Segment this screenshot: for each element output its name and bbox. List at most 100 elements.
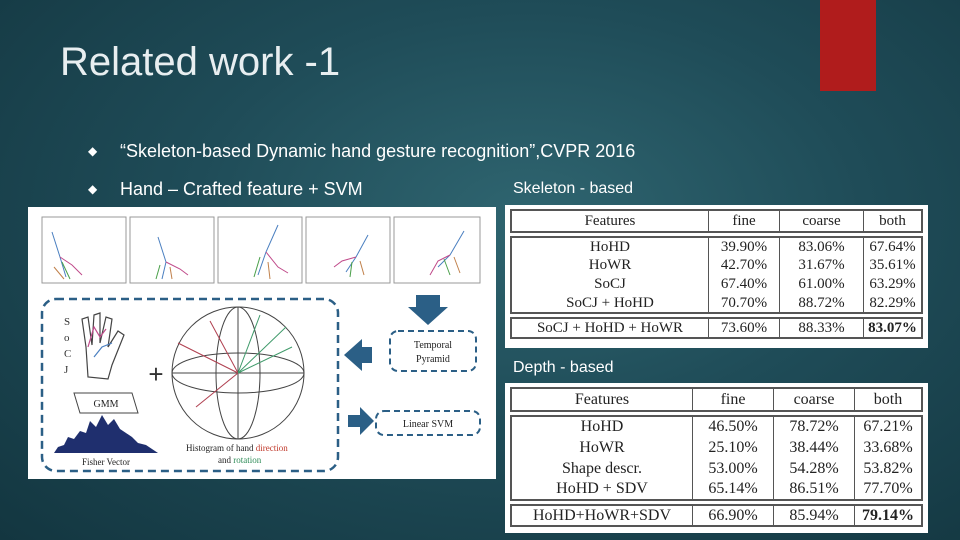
table-cell: 67.40%	[708, 275, 780, 294]
table-cell: 53.00%	[692, 458, 774, 479]
temporal-label: Temporal	[414, 340, 452, 351]
col-features: Features	[511, 210, 709, 232]
table-cell: 83.06%	[779, 237, 864, 256]
skeleton-frame	[393, 216, 481, 284]
fisher-histogram	[54, 415, 158, 453]
pipeline-diagram: S o C J GMM Fisher Vector +	[40, 216, 481, 473]
arrow-down-icon	[408, 295, 448, 325]
plus-sign: +	[148, 359, 163, 389]
col-coarse: coarse	[779, 210, 864, 232]
depth-header-table: Features fine coarse both	[510, 387, 923, 412]
skeleton-frame	[305, 216, 391, 284]
table-cell: 88.33%	[779, 318, 864, 338]
table-cell: 79.14%	[862, 506, 914, 524]
col-features: Features	[511, 388, 693, 411]
table-cell: Shape descr.	[511, 458, 693, 479]
col-fine: fine	[708, 210, 780, 232]
table-cell: 31.67%	[779, 256, 864, 275]
col-fine: fine	[692, 388, 774, 411]
histogram-direction: direction	[256, 443, 288, 453]
table-cell: HoHD	[511, 416, 693, 437]
table-cell: 53.82%	[863, 459, 913, 477]
bullet-item: ◆ Hand – Crafted feature + SVM	[88, 170, 635, 208]
direction-sphere	[171, 306, 305, 440]
diamond-bullet-icon: ◆	[88, 144, 98, 158]
temporal-pyramid-box	[389, 330, 477, 372]
table-cell: 65.14%	[692, 479, 774, 500]
table-cell: HoHD+HoWR+SDV	[511, 505, 693, 526]
socj-letter: C	[64, 348, 71, 360]
table-cell: 33.68%	[863, 438, 913, 456]
bullet-list: ◆ “Skeleton-based Dynamic hand gesture r…	[88, 132, 635, 208]
table-cell: SoCJ	[511, 275, 709, 294]
table-cell: 63.29%	[869, 276, 916, 292]
table-cell: 67.64%	[869, 238, 916, 255]
accent-red-bar	[820, 0, 876, 91]
histogram-rotation: rotation	[233, 455, 261, 465]
hand-icon	[81, 312, 125, 380]
table-cell: 82.29%	[869, 294, 916, 311]
socj-letter: o	[64, 332, 70, 344]
histogram-caption-2: and rotation	[218, 455, 262, 465]
table-cell: 25.10%	[692, 437, 774, 458]
col-both: both	[879, 212, 906, 229]
skeleton-frame	[129, 216, 215, 284]
linear-svm-box	[375, 410, 481, 436]
fisher-vector-label: Fisher Vector	[82, 457, 130, 467]
table-cell: HoHD	[511, 237, 709, 256]
depth-label: Depth - based	[513, 359, 614, 376]
table-cell: 88.72%	[779, 294, 864, 313]
table-cell: 85.94%	[773, 505, 855, 526]
skeleton-header-table: Features fine coarse both	[510, 209, 923, 233]
col-both: both	[873, 390, 903, 408]
table-cell: 35.61%	[869, 257, 916, 273]
skeleton-label: Skeleton - based	[513, 180, 634, 197]
linear-svm-label: Linear SVM	[403, 419, 453, 430]
table-cell: SoCJ + HoHD + HoWR	[511, 318, 709, 338]
skeleton-frames	[41, 216, 481, 284]
histogram-caption: Histogram of hand direction	[186, 443, 288, 453]
table-cell: HoHD + SDV	[511, 479, 693, 500]
feature-extraction-box	[40, 297, 340, 473]
bullet-text: “Skeleton-based Dynamic hand gesture rec…	[120, 140, 636, 161]
table-cell: 42.70%	[708, 256, 780, 275]
table-cell: 46.50%	[692, 416, 774, 437]
gmm-box: GMM	[73, 392, 139, 414]
table-cell: 70.70%	[708, 294, 780, 313]
arrow-left-icon	[344, 339, 372, 371]
table-cell: 77.70%	[863, 480, 913, 497]
bullet-item: ◆ “Skeleton-based Dynamic hand gesture r…	[88, 132, 635, 170]
pyramid-label: Pyramid	[416, 354, 450, 365]
table-cell: HoWR	[511, 437, 693, 458]
table-cell: 66.90%	[692, 505, 774, 526]
histogram-and: and	[218, 455, 233, 465]
table-cell: 78.72%	[773, 416, 855, 437]
slide-title: Related work -1	[60, 40, 341, 84]
bullet-text: Hand – Crafted feature + SVM	[120, 178, 363, 199]
table-cell: 54.28%	[773, 458, 855, 479]
socj-letter: J	[64, 364, 69, 376]
skeleton-frame	[217, 216, 303, 284]
table-row: Shape descr.53.00%54.28% 53.82%	[511, 458, 922, 479]
table-cell: HoWR	[511, 256, 709, 275]
table-cell: 83.07%	[868, 319, 917, 336]
col-coarse: coarse	[773, 388, 855, 411]
skeleton-frame	[41, 216, 127, 284]
diamond-bullet-icon: ◆	[88, 182, 98, 196]
table-cell: SoCJ + HoHD	[511, 294, 709, 313]
gmm-label: GMM	[93, 399, 118, 410]
socj-letter: S	[64, 316, 70, 328]
